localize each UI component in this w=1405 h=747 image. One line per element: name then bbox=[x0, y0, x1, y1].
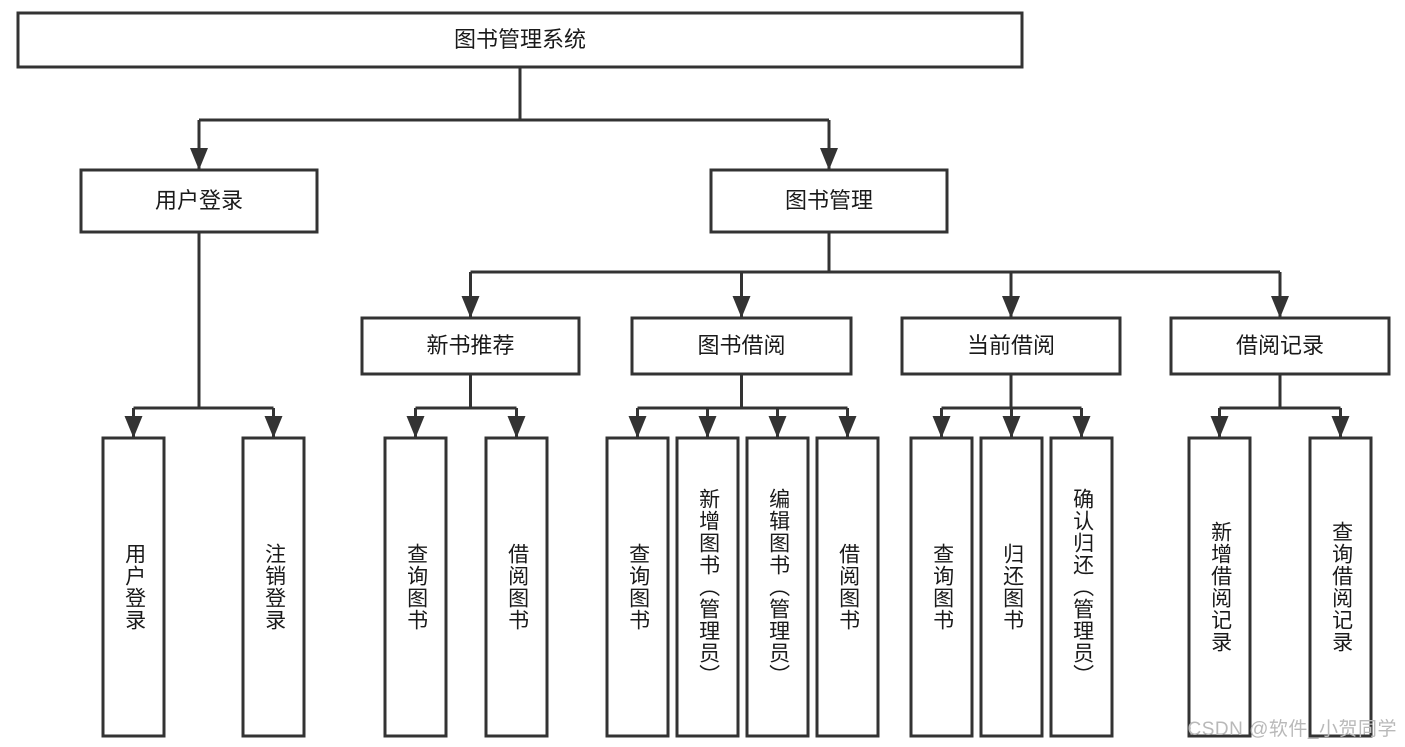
node-leaf-query-book-rec-box[interactable] bbox=[383, 436, 448, 738]
node-book-manage[interactable]: 图书管理 bbox=[709, 168, 949, 234]
book-borrow-arrow-3 bbox=[838, 416, 857, 438]
node-leaf-add-borrow-record[interactable] bbox=[1187, 436, 1252, 738]
node-leaf-query-book-current-box[interactable] bbox=[909, 436, 974, 738]
node-borrow-record-box[interactable] bbox=[1169, 316, 1391, 376]
node-book-manage-label: 图书管理 bbox=[785, 188, 873, 213]
node-leaf-borrow-book-rec[interactable] bbox=[484, 436, 549, 738]
book-manage-arrow-2 bbox=[1002, 296, 1020, 318]
user-login-arrow-1 bbox=[264, 416, 283, 438]
node-user-login-box[interactable] bbox=[79, 168, 319, 234]
book-borrow-arrow-1 bbox=[698, 416, 717, 438]
node-leaf-edit-book-admin-box[interactable] bbox=[745, 436, 810, 738]
node-leaf-query-borrow-record-box[interactable] bbox=[1308, 436, 1373, 738]
node-new-book-recommend[interactable]: 新书推荐 bbox=[360, 316, 581, 376]
connectors-layer bbox=[124, 67, 1350, 438]
node-book-manage-box[interactable] bbox=[709, 168, 949, 234]
node-book-borrow-box[interactable] bbox=[630, 316, 853, 376]
node-root-box[interactable] bbox=[16, 11, 1024, 69]
user-login-arrow-0 bbox=[124, 416, 143, 438]
node-borrow-record-label: 借阅记录 bbox=[1236, 333, 1324, 358]
node-leaf-borrow-book[interactable] bbox=[815, 436, 880, 738]
node-user-login-label: 用户登录 bbox=[155, 188, 243, 213]
node-new-book-recommend-box[interactable] bbox=[360, 316, 581, 376]
node-book-borrow-label: 图书借阅 bbox=[697, 333, 785, 358]
node-leaf-user-login-box[interactable] bbox=[101, 436, 166, 738]
node-leaf-borrow-book-box[interactable] bbox=[815, 436, 880, 738]
node-root[interactable]: 图书管理系统 bbox=[16, 11, 1024, 69]
borrow-record-arrow-1 bbox=[1331, 416, 1350, 438]
current-borrow-arrow-0 bbox=[932, 416, 951, 438]
node-leaf-query-book-borrow-box[interactable] bbox=[605, 436, 670, 738]
node-leaf-query-book-borrow[interactable] bbox=[605, 436, 670, 738]
node-borrow-record[interactable]: 借阅记录 bbox=[1169, 316, 1391, 376]
node-leaf-add-book-admin[interactable] bbox=[675, 436, 740, 738]
watermark-text: CSDN @软件_小贺同学 bbox=[1187, 719, 1397, 740]
node-new-book-recommend-label: 新书推荐 bbox=[426, 333, 514, 358]
node-leaf-confirm-return-admin[interactable] bbox=[1049, 436, 1114, 738]
new-book-recommend-arrow-0 bbox=[406, 416, 425, 438]
node-leaf-user-login[interactable] bbox=[101, 436, 166, 738]
node-leaf-confirm-return-admin-box[interactable] bbox=[1049, 436, 1114, 738]
book-manage-arrow-1 bbox=[732, 296, 751, 318]
new-book-recommend-arrow-1 bbox=[507, 416, 526, 438]
node-leaf-user-logout[interactable] bbox=[241, 436, 306, 738]
node-root-label: 图书管理系统 bbox=[454, 27, 586, 52]
node-leaf-query-book-current[interactable] bbox=[909, 436, 974, 738]
node-current-borrow-label: 当前借阅 bbox=[967, 333, 1055, 358]
node-current-borrow-box[interactable] bbox=[900, 316, 1122, 376]
current-borrow-arrow-2 bbox=[1072, 416, 1091, 438]
borrow-record-arrow-0 bbox=[1210, 416, 1229, 438]
book-manage-arrow-3 bbox=[1271, 296, 1289, 318]
node-leaf-query-book-rec[interactable] bbox=[383, 436, 448, 738]
book-borrow-arrow-0 bbox=[628, 416, 647, 438]
node-leaf-query-borrow-record[interactable] bbox=[1308, 436, 1373, 738]
node-leaf-add-book-admin-box[interactable] bbox=[675, 436, 740, 738]
node-book-borrow[interactable]: 图书借阅 bbox=[630, 316, 853, 376]
root-arrow-1 bbox=[820, 148, 838, 170]
root-arrow-0 bbox=[190, 148, 208, 170]
node-leaf-user-logout-box[interactable] bbox=[241, 436, 306, 738]
node-leaf-edit-book-admin[interactable] bbox=[745, 436, 810, 738]
node-leaf-return-book-box[interactable] bbox=[979, 436, 1044, 738]
node-current-borrow[interactable]: 当前借阅 bbox=[900, 316, 1122, 376]
node-leaf-borrow-book-rec-box[interactable] bbox=[484, 436, 549, 738]
book-borrow-arrow-2 bbox=[768, 416, 787, 438]
node-leaf-return-book[interactable] bbox=[979, 436, 1044, 738]
node-user-login[interactable]: 用户登录 bbox=[79, 168, 319, 234]
book-manage-arrow-0 bbox=[461, 296, 480, 318]
node-leaf-add-borrow-record-box[interactable] bbox=[1187, 436, 1252, 738]
current-borrow-arrow-1 bbox=[1002, 416, 1021, 438]
